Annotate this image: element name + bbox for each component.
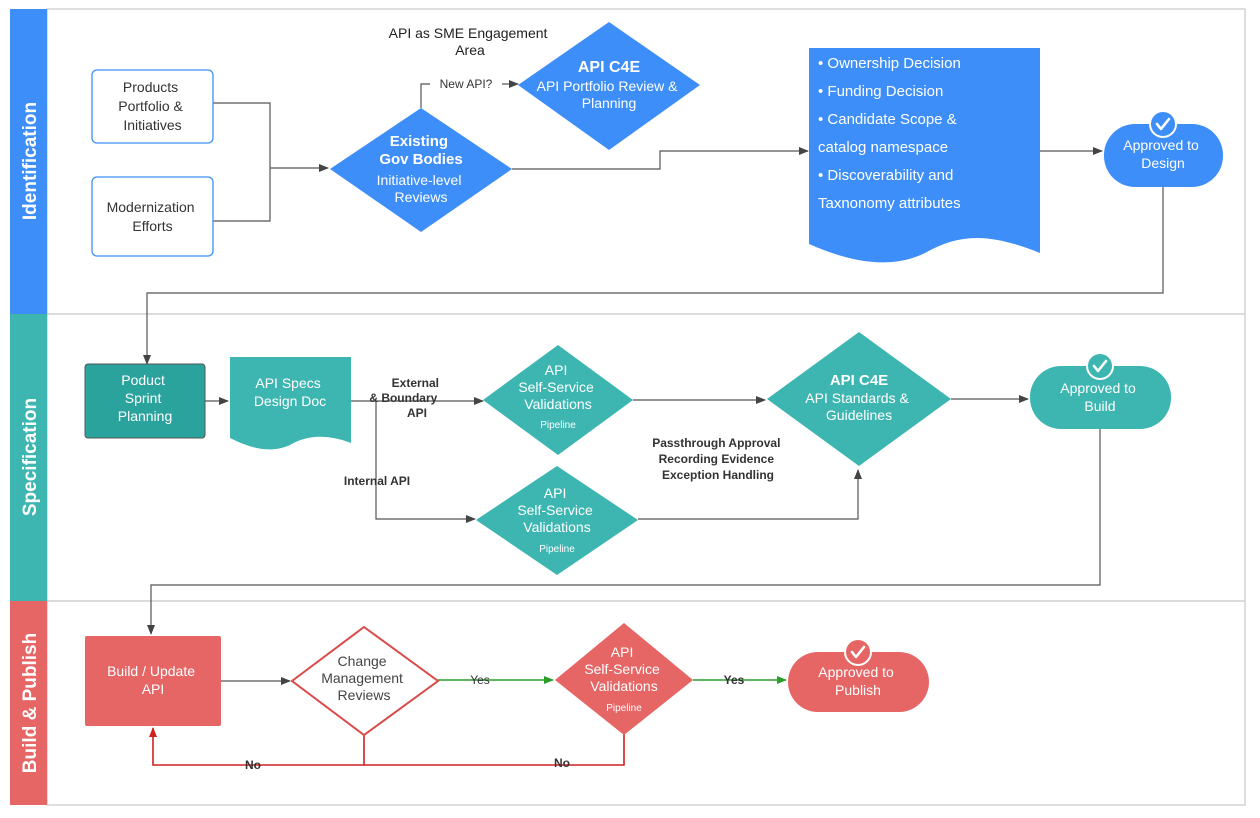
svg-text:API Self-Service V: API Self-Service Validations — [518, 362, 597, 412]
internal-api-label: Internal API — [344, 474, 410, 488]
api-c4e-standards-diamond: API C4E API Standards & Guidelines — [767, 332, 951, 466]
svg-text:API Self-Service V: API Self-Service Validations — [584, 644, 663, 694]
svg-text:API C4E: API C4E — [830, 372, 888, 389]
lane-header-identification: Identification — [10, 9, 47, 314]
yes-label-2: Yes — [724, 673, 745, 687]
svg-text:Initiative-level Reviews: Initiative-level Reviews — [377, 172, 466, 205]
svg-text:Modernization Efforts: Modernization Efforts — [107, 199, 199, 234]
svg-text:API Specs Design Doc: API Specs Design Doc — [254, 375, 326, 409]
ssv-build-diamond: API Self-Service Validations Pipeline — [555, 623, 693, 735]
svg-text:Pipeline: Pipeline — [539, 544, 575, 555]
no-label-2: No — [554, 756, 570, 770]
modernization-efforts-box: Modernization Efforts — [91, 176, 214, 257]
check-icon — [1149, 110, 1177, 138]
svg-text:Approved to Publish: Approved to Publish — [818, 664, 897, 698]
svg-text:Pipeline: Pipeline — [540, 420, 576, 431]
check-icon — [844, 638, 872, 666]
lane-header-specification: Specification — [10, 314, 47, 601]
svg-text:Existing Gov Bodies: Existing Gov Bodies — [379, 133, 462, 168]
svg-text:API Standards & Guidelin: API Standards & Guidelines — [805, 390, 912, 423]
svg-text:Poduct Sprint Plan: Poduct Sprint Planning — [118, 372, 173, 424]
passthrough-notes: Passthrough Approval Recording Evidence … — [652, 436, 784, 482]
no-label-1: No — [245, 758, 261, 772]
no-connectors — [149, 727, 625, 766]
svg-text:Products Portfolio &: Products Portfolio & Initiatives — [118, 79, 186, 133]
lane-label-specification: Specification — [20, 398, 41, 516]
svg-text:API Self-Service V: API Self-Service Validations — [517, 485, 596, 535]
change-management-diamond: Change Management Reviews — [290, 625, 440, 737]
products-portfolio-box: Products Portfolio & Initiatives — [91, 69, 214, 144]
svg-text:Approved to Build: Approved to Build — [1060, 380, 1139, 414]
ssv-top-diamond: API Self-Service Validations Pipeline — [483, 345, 633, 455]
api-c4e-portfolio-diamond: API C4E API Portfolio Review & Planning — [518, 22, 700, 150]
svg-text:Build / Update API: Build / Update API — [107, 663, 199, 697]
svg-text:API C4E: API C4E — [578, 59, 641, 76]
approved-to-build-node: Approved to Build — [1030, 352, 1171, 429]
lane-label-build: Build & Publish — [20, 633, 41, 773]
external-boundary-label: External & Boundary API — [369, 376, 442, 420]
ssv-bottom-diamond: API Self-Service Validations Pipeline — [476, 466, 638, 575]
svg-text:API Portfolio Review & P: API Portfolio Review & Planning — [537, 78, 682, 111]
svg-text:• Ownership Decision • F: • Ownership Decision • Funding Decision … — [818, 55, 965, 212]
api-specs-design-doc: API Specs Design Doc — [230, 357, 351, 450]
lane-header-build: Build & Publish — [10, 601, 47, 805]
approved-to-publish-node: Approved to Publish — [788, 638, 929, 712]
yes-label-1: Yes — [470, 673, 490, 687]
product-sprint-planning-box: Poduct Sprint Planning — [84, 363, 206, 439]
lane-label-identification: Identification — [20, 102, 41, 220]
build-update-api-box: Build / Update API — [85, 636, 221, 726]
connectors — [143, 80, 1164, 685]
svg-text:External & Boundary: External & Boundary API — [369, 376, 442, 420]
svg-text:Change Management: Change Management Reviews — [321, 653, 407, 703]
svg-text:API as SME Engagement Ar: API as SME Engagement Area — [389, 25, 552, 58]
sme-area-label: API as SME Engagement Area — [389, 25, 552, 58]
svg-text:Approved to Design: Approved to Design — [1123, 137, 1202, 171]
new-api-label: New API? — [440, 77, 493, 91]
check-icon — [1086, 352, 1114, 380]
decisions-document: • Ownership Decision • Funding Decision … — [809, 48, 1040, 263]
svg-text:Pipeline: Pipeline — [606, 703, 642, 714]
svg-text:Passthrough Approval Rec: Passthrough Approval Recording Evidence … — [652, 436, 784, 482]
approved-to-design-node: Approved to Design — [1104, 110, 1223, 187]
existing-gov-bodies-diamond: Existing Gov Bodies Initiative-level Rev… — [330, 108, 512, 232]
